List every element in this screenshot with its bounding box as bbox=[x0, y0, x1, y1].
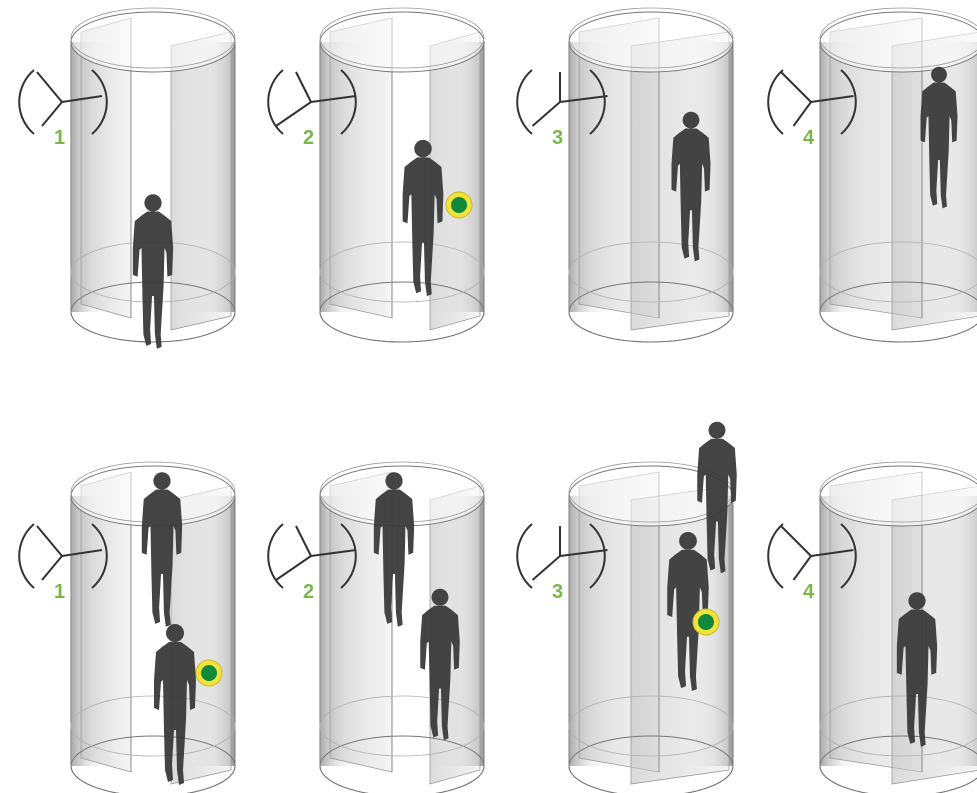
panel-row1-step1: 1 bbox=[19, 8, 235, 349]
cylinder-top bbox=[71, 12, 235, 72]
cylinder-top bbox=[820, 466, 977, 526]
presence-sensor-icon bbox=[196, 660, 222, 686]
step-number: 2 bbox=[303, 127, 314, 149]
step-number: 1 bbox=[54, 127, 65, 149]
panel-row1-step2: 2 bbox=[268, 8, 484, 342]
panel-row2-step4: 4 bbox=[768, 462, 977, 793]
presence-sensor-icon bbox=[446, 192, 472, 218]
panel-row1-step3: 3 bbox=[517, 8, 733, 342]
panel-row2-step3: 3 bbox=[517, 422, 737, 793]
step-number: 3 bbox=[552, 127, 563, 149]
step-number: 3 bbox=[552, 581, 563, 603]
step-number: 1 bbox=[54, 581, 65, 603]
step-number: 4 bbox=[803, 581, 815, 603]
presence-sensor-icon bbox=[693, 609, 719, 635]
panel-row2-step1: 1 bbox=[19, 462, 235, 793]
step-number: 4 bbox=[803, 127, 815, 149]
step-number: 2 bbox=[303, 581, 314, 603]
panel-row1-step4: 4 bbox=[768, 8, 977, 342]
cylinder-top bbox=[569, 12, 733, 72]
cylinder-top bbox=[820, 12, 977, 72]
panel-row2-step2: 2 bbox=[268, 462, 484, 793]
cylinder-top bbox=[320, 12, 484, 72]
